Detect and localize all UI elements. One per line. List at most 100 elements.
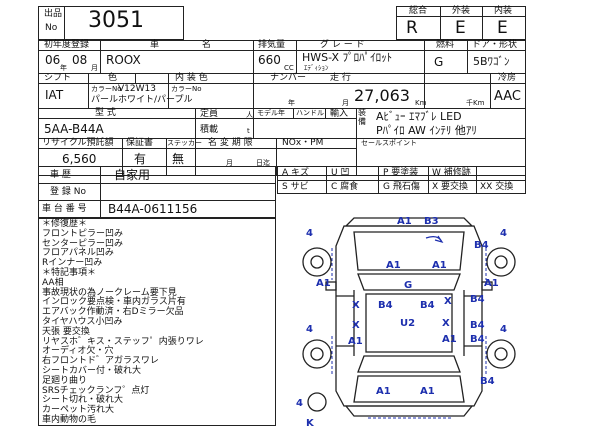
spare-wheel: [307, 392, 327, 412]
mark-roof-b4-right: B4: [420, 300, 435, 311]
import-label: 輸入: [330, 109, 349, 119]
grade-label: グ レ ー ド: [320, 40, 365, 50]
air-conditioning: AAC: [494, 89, 521, 104]
vin-label: 車 台 番 号: [42, 204, 87, 214]
model-year-label: モデル年: [257, 109, 285, 117]
wheel-rear-left: [302, 339, 332, 369]
mark-tailgate-a1-right: A1: [420, 386, 435, 397]
mark-right-rear-door-a1: A1: [442, 334, 457, 345]
note-line: フロアパネル凹み: [42, 248, 114, 259]
recycle-fee: 6,560: [62, 152, 97, 166]
mark-spare-k: K: [306, 418, 315, 428]
color-code: V12W13: [118, 84, 156, 94]
car-name: ROOX: [106, 53, 141, 67]
mark-front-bumper-b3: B3: [424, 216, 439, 227]
vin-value: B44A-0611156: [108, 202, 198, 216]
mark-right-rear-b4: B4: [470, 320, 485, 331]
fuel-label: 燃料: [436, 40, 455, 50]
dent-arrow: [425, 235, 444, 244]
wheel-front-left: [302, 247, 332, 277]
note-line: ＊特記事項＊: [42, 267, 97, 278]
notes-list: ＊修復歴＊ フロントピラー凹み センターピラー凹み フロアパネル凹み Rインナー…: [42, 220, 274, 426]
grade-line1: HWS-X ﾌﾟﾛﾊﾟｲﾛｯﾄ: [302, 51, 393, 64]
note-line: AA相: [42, 277, 64, 288]
note-line: ＊修復歴＊: [42, 219, 88, 229]
lot-box: [38, 6, 184, 40]
sales-point-label: セールスポイント: [361, 139, 417, 147]
mark-hood-a1: A1: [386, 260, 401, 271]
reg-no-label: 登 録 No: [50, 187, 86, 197]
wheel-rear-right: [486, 339, 516, 369]
mark-rear-right-b4: B4: [480, 376, 495, 387]
lot-number: 3051: [88, 8, 144, 33]
mark-left-door-x: X: [352, 300, 360, 311]
mark-right-front-a1: A1: [484, 278, 499, 289]
note-line: インロック要点検・車内ガラス片有: [42, 297, 186, 308]
sticker-label: ステッカー: [167, 139, 202, 147]
note-line: オーディオ欠・穴: [42, 346, 114, 357]
lot-label-1: 出品: [44, 9, 63, 19]
capacity-label: 定員: [200, 109, 219, 119]
displacement: 660: [258, 53, 281, 67]
wheels: [302, 247, 516, 412]
mark-tire-4-fl: 4: [306, 228, 313, 239]
displacement-label: 排気量: [258, 40, 286, 50]
note-line: 右フロントド゛アガラスワレ: [42, 356, 159, 367]
mark-right-rear-fender-b4: B4: [470, 334, 485, 345]
warranty-label: 保証書: [126, 138, 154, 148]
car-damage-diagram: A1 B3 A1 A1 A1 A1 B4 B4 G X B4 B4 X X U2…: [296, 216, 516, 428]
mark-right-door-x: X: [444, 296, 452, 307]
legend-u: U 凹: [331, 168, 350, 178]
color-name: パールホワイト/パープル: [91, 95, 193, 105]
plate-label: ナンバー: [270, 73, 307, 83]
first-reg-month: 08: [72, 53, 88, 67]
note-line: 事故現状の為ノークレーム要下見: [42, 287, 177, 298]
equipment-line1: Aﾋﾞｭｰ ｴﾏﾌﾞﾚ LED: [376, 110, 462, 123]
note-line: Rインナー凹み: [42, 258, 103, 269]
note-line: SRSチェックランフ゜点灯: [42, 385, 150, 396]
note-line: フロントピラー凹み: [42, 228, 124, 239]
legend-w: W 補修跡: [432, 168, 471, 178]
ac-label: 冷房: [498, 73, 517, 83]
note-line: 天張 要交換: [42, 326, 90, 337]
dashed-guides: [331, 248, 487, 419]
note-line: リヤスホ゛キス・ステッフ゜内張りワレ: [42, 336, 204, 347]
legend-g: G 飛石傷: [383, 182, 420, 192]
note-line: シートカバー付・破れ大: [42, 365, 142, 376]
first-reg-label: 初年度登録: [44, 40, 90, 50]
history-table: [38, 166, 276, 218]
model-code: 5AA-B44A: [44, 122, 104, 136]
door-body-label: ドア・形状: [472, 40, 518, 50]
lot-label-2: No: [45, 23, 58, 33]
handle-label: ハンドル: [296, 109, 324, 117]
note-line: タイヤハウス小凹み: [42, 316, 123, 327]
mark-roof-u2: U2: [400, 318, 415, 329]
interior-color-label: 内 装 色: [175, 73, 208, 83]
history-label: 車 歴: [50, 170, 71, 180]
mark-left-front-a1: A1: [316, 278, 331, 289]
warranty: 有: [134, 152, 147, 166]
score-total-label: 総合: [409, 6, 428, 16]
mark-tailgate-a1-left: A1: [376, 386, 391, 397]
note-line: センターピラー凹み: [42, 238, 124, 249]
note-line: 車内動物の毛: [42, 414, 97, 425]
score-ext: E: [455, 18, 466, 38]
score-box: [396, 6, 526, 40]
mark-tire-4-rr: 4: [500, 324, 507, 335]
score-ext-label: 外装: [452, 6, 471, 16]
note-line: エアバック作動済・右Dミラー欠品: [42, 307, 184, 318]
note-line: カーペット汚れ大: [42, 405, 115, 416]
damage-marks: A1 B3 A1 A1 A1 A1 B4 B4 G X B4 B4 X X U2…: [296, 216, 507, 428]
recycle-label: リサイクル預託額: [42, 138, 114, 148]
color-label: 色: [108, 73, 118, 83]
car-name-label-2: 名: [202, 40, 212, 50]
wheel-front-right: [486, 247, 516, 277]
mileage: 27,063: [354, 86, 410, 105]
history-value: 自家用: [114, 168, 151, 182]
shift: IAT: [45, 88, 64, 102]
wheel-rear-right-hub: [494, 347, 508, 361]
equipment-label-box: 装 備: [358, 108, 366, 126]
mark-hood-right-a1: A1: [432, 260, 447, 271]
legend-x: X 要交換: [432, 182, 469, 192]
legend-c: C 腐食: [331, 182, 359, 192]
